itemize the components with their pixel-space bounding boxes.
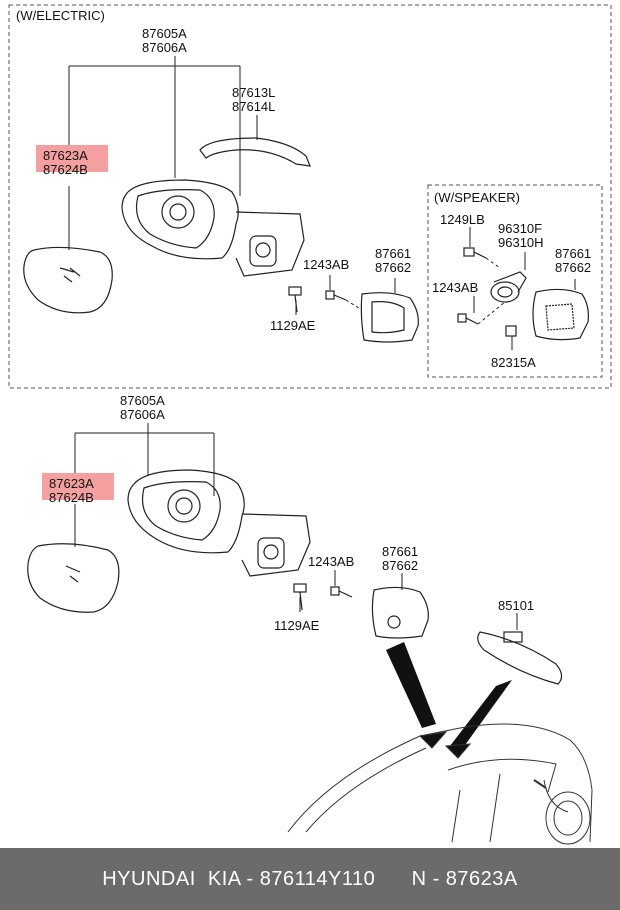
label-top-bolt: 1129AE	[270, 318, 316, 333]
speaker-dashed-link-b	[477, 301, 506, 325]
bottom-trim-cover	[371, 586, 429, 639]
speaker-section-title: (W/SPEAKER)	[434, 190, 520, 205]
top-leader-lines	[68, 56, 576, 350]
bottom-mirror-glass	[27, 543, 120, 613]
pointer-arrow-outer	[386, 642, 436, 728]
label-bottom-screw: 1243AB	[308, 554, 354, 569]
label-top-trim-a: 87661	[375, 246, 411, 261]
speaker-nut	[505, 325, 517, 337]
vehicle-outline	[287, 723, 593, 845]
top-bolt	[288, 286, 302, 313]
bottom-bolt	[293, 583, 307, 611]
label-bottom-housing-a: 87605A	[120, 393, 165, 408]
label-speaker-trim-a: 87661	[555, 246, 591, 261]
speaker-section-frame	[427, 184, 603, 378]
label-bottom-glass-a: 87623A	[49, 476, 94, 491]
label-top-screw: 1243AB	[303, 257, 349, 272]
pointer-arrow-inner	[450, 680, 512, 752]
label-top-housing-a: 87605A	[142, 26, 187, 41]
label-bottom-housing-b: 87606A	[120, 407, 165, 422]
label-bottom-bolt: 1129AE	[274, 618, 320, 633]
top-dashed-link	[345, 299, 363, 311]
speaker-screw-upper	[463, 247, 487, 259]
label-speaker-screw-a: 1249LB	[440, 212, 485, 227]
speaker-unit	[490, 271, 527, 303]
speaker-screw-lower	[457, 313, 479, 325]
top-screw	[325, 290, 347, 301]
label-bottom-glass-b: 87624B	[49, 490, 94, 505]
top-mirror-glass	[23, 246, 113, 314]
bottom-leader-lines	[74, 423, 518, 630]
label-top-housing-b: 87606A	[142, 40, 187, 55]
top-trim-cover	[360, 292, 419, 343]
label-speaker-unit-b: 96310H	[498, 235, 544, 250]
parts-diagram: (W/ELECTRIC) (W/SPEAKER)	[8, 4, 612, 845]
speaker-trim-cover	[532, 288, 589, 341]
label-speaker-nut: 82315A	[491, 355, 536, 370]
label-inner-mirror: 85101	[498, 598, 534, 613]
label-bottom-trim-a: 87661	[382, 544, 418, 559]
inner-rearview-mirror	[477, 631, 563, 685]
top-mirror-housing	[121, 179, 305, 277]
label-top-glass-b: 87624B	[43, 162, 88, 177]
label-speaker-trim-b: 87662	[555, 260, 591, 275]
label-top-glass-a: 87623A	[43, 148, 88, 163]
electric-section-title: (W/ELECTRIC)	[16, 8, 105, 23]
highlight-top-glass	[36, 145, 108, 172]
label-top-cover-a: 87613L	[232, 85, 275, 100]
part-number-footer: HYUNDAI KIA - 876114Y110 N - 87623A	[0, 848, 620, 910]
electric-section-frame	[8, 4, 612, 389]
label-speaker-screw-b: 1243AB	[432, 280, 478, 295]
speaker-dashed-link-a	[485, 257, 501, 269]
label-top-trim-b: 87662	[375, 260, 411, 275]
label-top-cover-b: 87614L	[232, 99, 275, 114]
top-mirror-cover	[199, 137, 311, 167]
bottom-screw	[330, 586, 353, 598]
label-speaker-unit-a: 96310F	[498, 221, 542, 236]
highlight-bottom-glass	[42, 473, 114, 500]
label-bottom-trim-b: 87662	[382, 558, 418, 573]
bottom-mirror-housing	[127, 469, 311, 577]
